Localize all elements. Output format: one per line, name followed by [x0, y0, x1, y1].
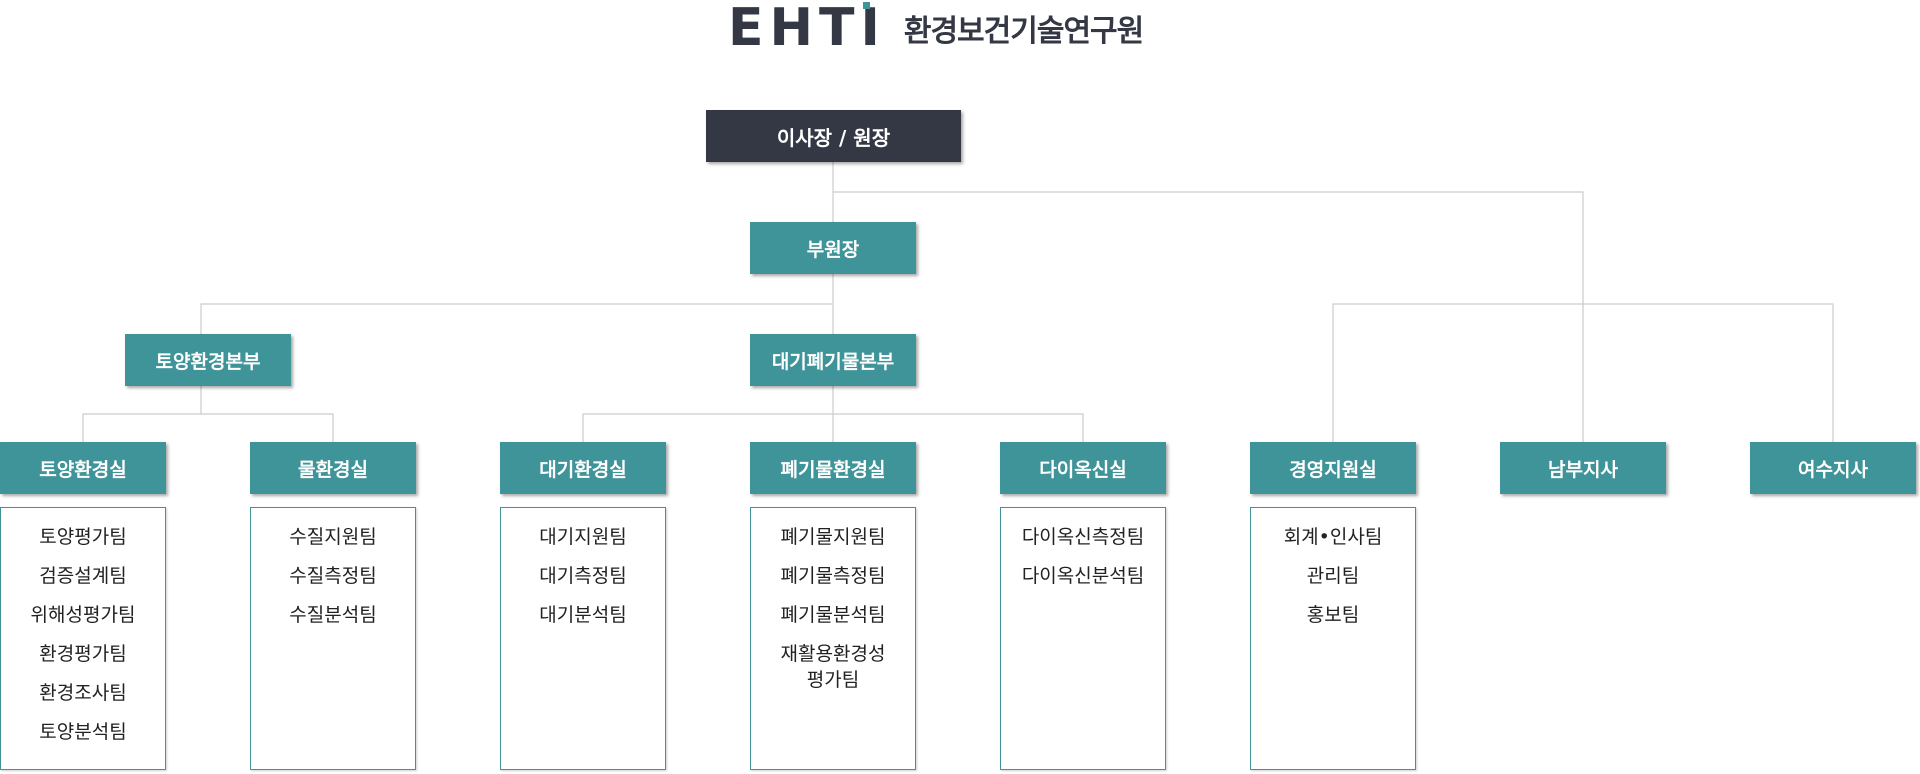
team-item: 수질지원팀	[289, 526, 377, 548]
dept-soil: 토양환경실	[0, 442, 166, 494]
logo-mark: EHTI	[728, 0, 886, 58]
node-vice: 부원장	[750, 222, 916, 274]
dept-management: 경영지원실	[1250, 442, 1416, 494]
team-item: 다이옥신분석팀	[1021, 565, 1145, 587]
team-item: 수질분석팀	[289, 604, 377, 626]
dept-yeosu-branch: 여수지사	[1750, 442, 1916, 494]
node-chairman: 이사장 / 원장	[706, 110, 961, 162]
team-item: 수질측정팀	[289, 565, 377, 587]
dept-dioxin: 다이옥신실	[1000, 442, 1166, 494]
logo-name: 환경보건기술연구원	[903, 14, 1144, 49]
team-item: 폐기물지원팀	[780, 526, 886, 548]
team-item: 환경조사팀	[39, 682, 127, 704]
logo-dot	[863, 2, 870, 9]
team-box-water: 수질지원팀 수질측정팀 수질분석팀	[250, 507, 416, 770]
node-hq-air: 대기폐기물본부	[750, 334, 916, 386]
team-item: 재활용환경성 평가팀	[780, 643, 886, 691]
team-box-air: 대기지원팀 대기측정팀 대기분석팀	[500, 507, 666, 770]
team-item: 홍보팀	[1306, 604, 1360, 626]
team-item: 위해성평가팀	[30, 604, 136, 626]
team-item: 환경평가팀	[39, 643, 127, 665]
team-item: 회계•인사팀	[1283, 526, 1383, 548]
team-box-dioxin: 다이옥신측정팀 다이옥신분석팀	[1000, 507, 1166, 770]
dept-south-branch: 남부지사	[1500, 442, 1666, 494]
team-item: 토양분석팀	[39, 721, 127, 743]
team-box-soil: 토양평가팀 검증설계팀 위해성평가팀 환경평가팀 환경조사팀 토양분석팀	[0, 507, 166, 770]
logo: EHTI 환경보건기술연구원	[728, 0, 1144, 58]
node-hq-soil: 토양환경본부	[125, 334, 291, 386]
team-item: 다이옥신측정팀	[1021, 526, 1145, 548]
team-box-management: 회계•인사팀 관리팀 홍보팀	[1250, 507, 1416, 770]
team-item: 토양평가팀	[39, 526, 127, 548]
team-item: 폐기물측정팀	[780, 565, 886, 587]
team-item: 검증설계팀	[39, 565, 127, 587]
team-item: 폐기물분석팀	[780, 604, 886, 626]
team-item: 대기분석팀	[539, 604, 627, 626]
team-item: 대기지원팀	[539, 526, 627, 548]
team-box-waste: 폐기물지원팀 폐기물측정팀 폐기물분석팀 재활용환경성 평가팀	[750, 507, 916, 770]
dept-air: 대기환경실	[500, 442, 666, 494]
team-item: 관리팀	[1306, 565, 1360, 587]
team-item: 대기측정팀	[539, 565, 627, 587]
dept-waste: 폐기물환경실	[750, 442, 916, 494]
dept-water: 물환경실	[250, 442, 416, 494]
